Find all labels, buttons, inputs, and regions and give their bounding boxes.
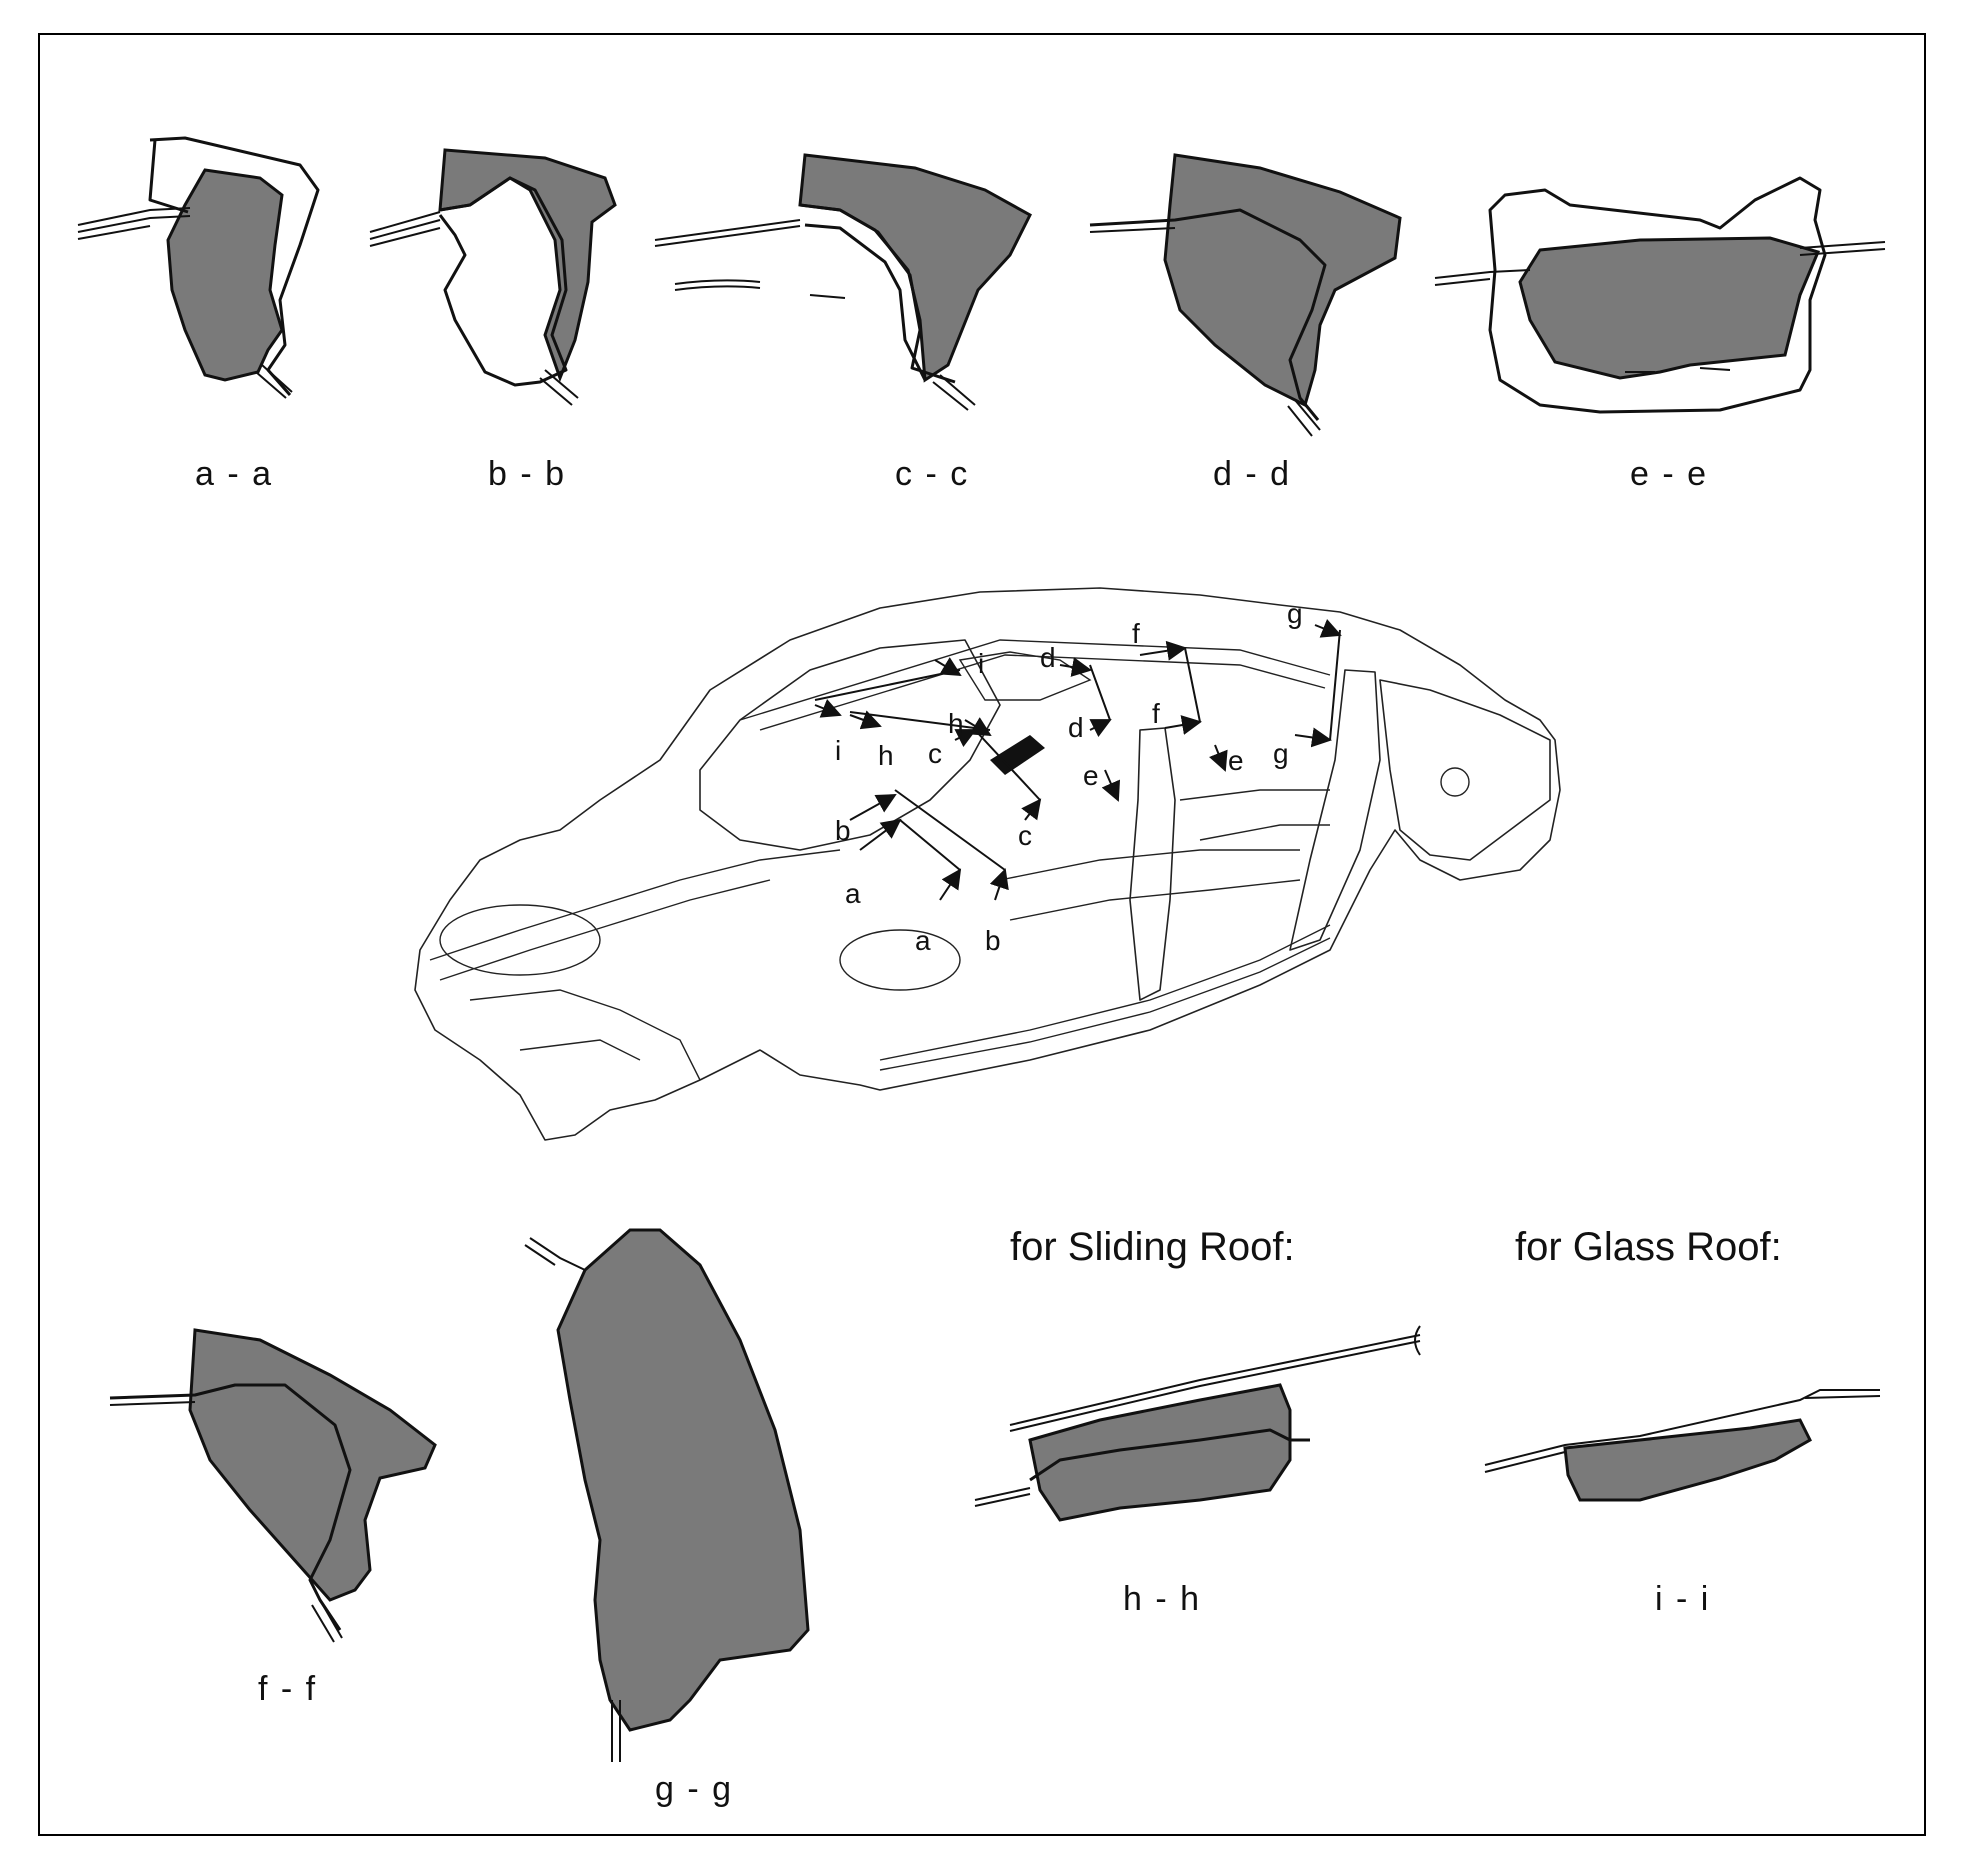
callout-a-right: a <box>915 925 931 956</box>
label-section-h-h: h - h <box>1123 1580 1202 1618</box>
diagram-frame <box>38 33 1926 1836</box>
section-d-d <box>1089 153 1402 437</box>
caption-sliding-roof: for Sliding Roof: <box>1010 1225 1295 1269</box>
callout-d-bottom: d <box>1068 712 1084 743</box>
callout-h-left: h <box>878 740 894 771</box>
callout-a-left: a <box>845 878 861 909</box>
label-section-c-c: c - c <box>895 455 970 493</box>
section-e-e <box>1434 176 1886 414</box>
callout-d-top: d <box>1040 642 1056 673</box>
callout-b-left: b <box>835 815 851 846</box>
label-section-g-g: g - g <box>655 1770 734 1808</box>
callout-i-right: i <box>978 648 985 679</box>
section-c-c <box>654 153 1032 411</box>
section-h-h <box>974 1325 1421 1522</box>
callout-i-left: i <box>835 735 842 766</box>
callout-g-top: g <box>1287 598 1303 629</box>
callout-g-bottom: g <box>1273 738 1289 769</box>
callout-b-right: b <box>985 925 1001 956</box>
callout-h-right: h <box>948 708 964 739</box>
label-section-i-i: i - i <box>1655 1580 1711 1618</box>
car-body-illustration <box>414 587 1561 1141</box>
section-f-f <box>109 1328 437 1643</box>
caption-glass-roof: for Glass Roof: <box>1515 1225 1782 1269</box>
section-g-g <box>524 1228 810 1762</box>
callout-c-left: c <box>928 738 942 769</box>
label-section-d-d: d - d <box>1213 455 1292 493</box>
label-section-a-a: a - a <box>195 455 274 493</box>
section-i-i <box>1484 1389 1881 1502</box>
label-section-b-b: b - b <box>488 455 567 493</box>
callout-arrows <box>814 619 1342 901</box>
section-a-a <box>77 136 320 399</box>
label-section-e-e: e - e <box>1630 455 1709 493</box>
label-section-f-f: f - f <box>258 1670 318 1708</box>
callout-f-top: f <box>1132 618 1140 649</box>
section-b-b <box>369 148 617 406</box>
callout-c-right: c <box>1018 820 1032 851</box>
callout-e-left: e <box>1083 760 1099 791</box>
callout-e-right: e <box>1228 745 1244 776</box>
callout-f-bottom: f <box>1152 698 1160 729</box>
